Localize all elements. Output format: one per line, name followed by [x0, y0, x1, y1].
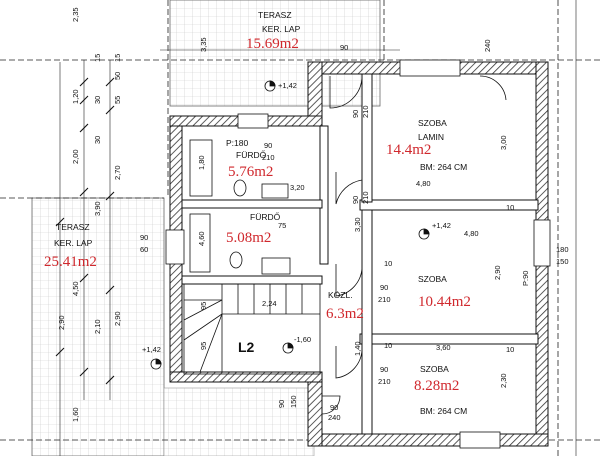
dim-200: 2,00 — [71, 149, 80, 164]
dim-120: 1,20 — [71, 89, 80, 104]
dim-210-c: 210 — [378, 377, 391, 386]
kozl-name: KÖZL. — [328, 290, 353, 300]
szoba3-height: BM: 264 CM — [420, 406, 467, 416]
level-l2: +1,42 — [432, 221, 451, 230]
kozl-area: 6.3m2 — [326, 306, 364, 322]
dim-30a: 30 — [93, 96, 102, 104]
dim-290b: 2,90 — [57, 315, 66, 330]
dim-10d: 10 — [506, 345, 514, 354]
terrace-left-sub: KER. LAP — [54, 238, 93, 248]
dim-230: 2,30 — [499, 373, 508, 388]
szoba2-area: 10.44m2 — [418, 294, 471, 310]
dim-90-60: 90 — [140, 233, 148, 242]
terrace-bottom-floor — [163, 387, 315, 456]
dim-210-e: 210 — [361, 191, 370, 204]
szoba1-height: BM: 264 CM — [420, 162, 467, 172]
dim-150b: 150 — [289, 395, 298, 408]
dim-95a: 95 — [199, 302, 208, 310]
dimension-lines — [59, 0, 577, 456]
dim-150: 150 — [556, 257, 569, 266]
door-swings — [321, 75, 507, 415]
dim-90b: 90 — [330, 403, 338, 412]
furdo1-note: P:180 — [226, 138, 248, 148]
terrace-top-sub: KER. LAP — [262, 24, 301, 34]
dim-50: 50 — [113, 72, 122, 80]
szoba3-area: 8.28m2 — [414, 378, 459, 394]
dim-180: 180 — [556, 245, 569, 254]
dim-210-b: 210 — [378, 295, 391, 304]
dim-55: 55 — [113, 96, 122, 104]
dim-10b: 10 — [384, 341, 392, 350]
dim-290r: 2,90 — [493, 265, 502, 280]
dim-90-210-b: 90 — [380, 283, 388, 292]
dim-210-d: 210 — [361, 105, 370, 118]
dim-224: 2,24 — [262, 299, 277, 308]
dim-p90: P:90 — [521, 271, 530, 286]
dim-330: 3,30 — [353, 217, 362, 232]
dim-240b: 240 — [328, 413, 341, 422]
dim-60: 60 — [140, 245, 148, 254]
furdo1-area: 5.76m2 — [228, 164, 273, 180]
dim-75-210: 75 — [278, 221, 286, 230]
dim-90-210-e: 90 — [351, 196, 360, 204]
dim-450: 4,50 — [71, 281, 80, 296]
szoba3-name: SZOBA — [420, 364, 449, 374]
level-l3: +1,42 — [142, 345, 161, 354]
dim-460: 4,60 — [197, 231, 206, 246]
dim-90-210-c: 90 — [380, 365, 388, 374]
dim-390: 3,90 — [93, 201, 102, 216]
stairs — [183, 283, 321, 375]
furdo1-name: FÜRDŐ — [236, 150, 267, 160]
terrace-left-name: TERASZ — [56, 222, 90, 232]
dim-90-210-a: 90 — [264, 141, 272, 150]
level-l1: +1,42 — [278, 81, 297, 90]
szoba1-name: SZOBA — [418, 118, 447, 128]
level-markers — [150, 80, 430, 370]
szoba1-sub: LAMIN — [418, 132, 444, 142]
dim-360: 3,60 — [436, 343, 451, 352]
szoba2-name: SZOBA — [418, 274, 447, 284]
windows — [165, 59, 551, 449]
terrace-top-name: TERASZ — [258, 10, 292, 20]
terrace-top-area: 15.69m2 — [246, 36, 299, 52]
terrace-top-floor — [169, 0, 381, 107]
dim-160: 1,60 — [71, 407, 80, 422]
interior-walls — [181, 73, 539, 435]
furdo2-name: FÜRDŐ — [250, 212, 281, 222]
szoba1-area: 14.4m2 — [386, 142, 431, 158]
dim-30b: 30 — [93, 136, 102, 144]
dim-10a: 10 — [384, 259, 392, 268]
dim-10c: 10 — [506, 203, 514, 212]
dim-15a: 15 — [93, 54, 102, 62]
dim-210-a: 210 — [262, 153, 275, 162]
stair-label: L2 — [238, 339, 255, 355]
dim-235: 2,35 — [71, 7, 80, 22]
terrace-left-area: 25.41m2 — [44, 254, 97, 270]
dim-300: 3,00 — [499, 135, 508, 150]
dim-95b: 95 — [199, 342, 208, 350]
level-l4: -1,60 — [294, 335, 311, 344]
dim-480a: 4,80 — [416, 179, 431, 188]
furdo2-area: 5.08m2 — [226, 230, 271, 246]
dim-290: 2,90 — [113, 311, 122, 326]
dim-90a: 90 — [340, 43, 348, 52]
dim-140: 1,40 — [353, 341, 362, 356]
dimension-ticks — [55, 77, 115, 385]
dim-180v: 1,80 — [197, 155, 206, 170]
dim-480b: 4,80 — [464, 229, 479, 238]
bathroom-fixtures — [189, 139, 291, 275]
dim-270: 2,70 — [113, 165, 122, 180]
dim-90-210-d: 90 — [351, 110, 360, 118]
dim-240: 240 — [483, 39, 492, 52]
dim-320: 3,20 — [290, 183, 305, 192]
dim-90c: 90 — [277, 400, 286, 408]
dim-15b: 15 — [113, 54, 122, 62]
dim-335: 3,35 — [199, 37, 208, 52]
terrace-left-floor — [31, 197, 165, 456]
dim-210: 2,10 — [93, 319, 102, 334]
